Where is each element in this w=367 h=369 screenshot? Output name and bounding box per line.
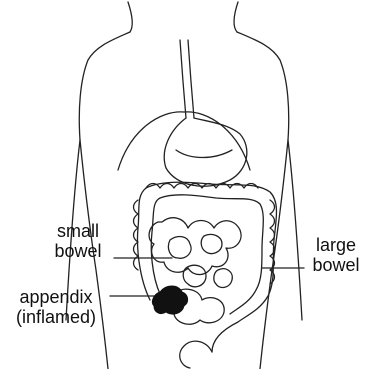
oesophagus-inner	[188, 40, 194, 118]
small-bowel-label: small bowel	[46, 221, 110, 261]
small-bowel-label-line-1: small	[46, 221, 110, 241]
torso-right-outline	[237, 32, 289, 369]
right-arm-line	[288, 140, 302, 320]
small-bowel-loop-4	[214, 269, 232, 288]
ribcage-outline	[118, 112, 250, 170]
small-bowel-loop-1	[168, 237, 191, 259]
sigmoid-colon	[180, 341, 212, 368]
appendix-label-line-2: (inflamed)	[4, 307, 108, 327]
small-bowel-label-line-2: bowel	[46, 241, 110, 261]
small-bowel-loop-2	[201, 234, 222, 253]
large-bowel-label-line-1: large	[306, 235, 366, 255]
large-bowel	[138, 182, 277, 352]
neck-right-outline	[234, 2, 238, 32]
stomach-outline	[164, 118, 247, 186]
appendix-label: appendix (inflamed)	[4, 287, 108, 327]
large-bowel-label: large bowel	[306, 235, 366, 275]
stomach-fold	[176, 150, 232, 158]
appendix-label-line-1: appendix	[4, 287, 108, 307]
appendix-inflamed-mark	[152, 286, 187, 314]
small-bowel	[149, 218, 241, 275]
oesophagus	[180, 40, 186, 118]
neck-left-outline	[128, 2, 132, 32]
large-bowel-label-line-2: bowel	[306, 255, 366, 275]
